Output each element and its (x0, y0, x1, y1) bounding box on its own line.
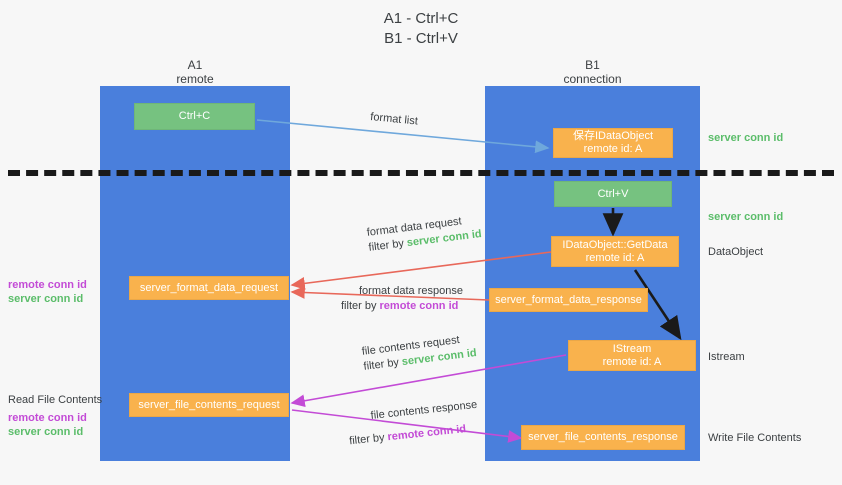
lane-b1-sub: connection (563, 72, 622, 86)
box-getdata[interactable]: IDataObject::GetData remote id: A (551, 236, 679, 267)
label-left-remote-conn-1: remote conn id (8, 279, 87, 291)
lane-header-b1: B1 connection (485, 58, 700, 86)
box-save-idataobject-line1: 保存IDataObject (572, 130, 654, 142)
label-right-dataobject: DataObject (708, 246, 764, 258)
box-server-format-data-request[interactable]: server_format_data_request (129, 276, 289, 300)
label-left-conn-group-2: remote conn id server conn id (8, 411, 87, 439)
label-left-server-conn-1: server conn id (8, 293, 84, 305)
box-save-idataobject-line2: remote id: A (583, 143, 643, 155)
box-istream-line2: remote id: A (602, 355, 662, 368)
box-fmt-req-label: server_format_data_request (139, 281, 279, 294)
box-server-format-data-response[interactable]: server_format_data_response (489, 288, 648, 312)
edge-fcresp-prefix: filter by (348, 431, 389, 448)
lane-a1-name: A1 (187, 58, 203, 72)
label-left-conn-group-1: remote conn id server conn id (8, 278, 87, 306)
box-ctrl-c-label: Ctrl+C (178, 110, 211, 122)
arrow-getdata-to-istream (633, 269, 682, 341)
label-left-remote-conn-2: remote conn id (8, 412, 87, 424)
edge-fdresp-line1: format data response (359, 285, 463, 297)
edge-fdresp-prefix: filter by (341, 300, 380, 312)
box-istream[interactable]: IStream remote id: A (568, 340, 696, 371)
title-line-1: A1 - Ctrl+C (383, 10, 459, 27)
edge-fdresp-line2: filter by remote conn id (341, 299, 463, 314)
label-left-read-file-contents: Read File Contents (8, 394, 103, 406)
box-save-idataobject[interactable]: 保存IDataObject remote id: A (553, 128, 673, 158)
arrow-format-data-request (290, 251, 552, 290)
edge-fcr-prefix: filter by (362, 356, 403, 373)
box-fmt-resp-label: server_format_data_response (495, 293, 642, 306)
box-getdata-line1: IDataObject::GetData (562, 238, 668, 251)
page-title: A1 - Ctrl+C B1 - Ctrl+V (0, 9, 842, 49)
lane-header-a1: A1 remote (100, 58, 290, 86)
box-file-resp-label: server_file_contents_response (528, 431, 678, 443)
label-right-server-conn-1: server conn id (708, 132, 784, 144)
label-right-istream: Istream (708, 351, 745, 363)
edge-fdr-prefix: filter by (367, 237, 408, 254)
label-left-server-conn-2: server conn id (8, 426, 84, 438)
arrow-format-data-response (290, 286, 490, 301)
lane-b1-name: B1 (585, 58, 600, 72)
box-file-req-label: server_file_contents_request (138, 398, 280, 411)
label-right-server-conn-2: server conn id (708, 211, 784, 223)
title-line-2: B1 - Ctrl+V (384, 30, 458, 47)
edge-fdresp-value: remote conn id (379, 300, 459, 312)
box-ctrl-v[interactable]: Ctrl+V (554, 181, 672, 207)
box-istream-line1: IStream (612, 342, 652, 355)
arrow-file-contents-request (290, 354, 567, 408)
edge-label-format-data-response: format data response filter by remote co… (341, 284, 463, 314)
arrow-format-list (256, 119, 550, 154)
label-right-write-file-contents: Write File Contents (708, 432, 802, 444)
box-server-file-contents-request[interactable]: server_file_contents_request (129, 393, 289, 417)
lane-a1-sub: remote (176, 72, 214, 86)
phase-divider (8, 170, 834, 176)
box-ctrl-v-label: Ctrl+V (597, 187, 629, 200)
box-ctrl-c[interactable]: Ctrl+C (134, 103, 255, 130)
box-server-file-contents-response[interactable]: server_file_contents_response (521, 425, 685, 450)
arrow-file-contents-response (291, 409, 523, 443)
box-getdata-line2: remote id: A (585, 251, 645, 264)
